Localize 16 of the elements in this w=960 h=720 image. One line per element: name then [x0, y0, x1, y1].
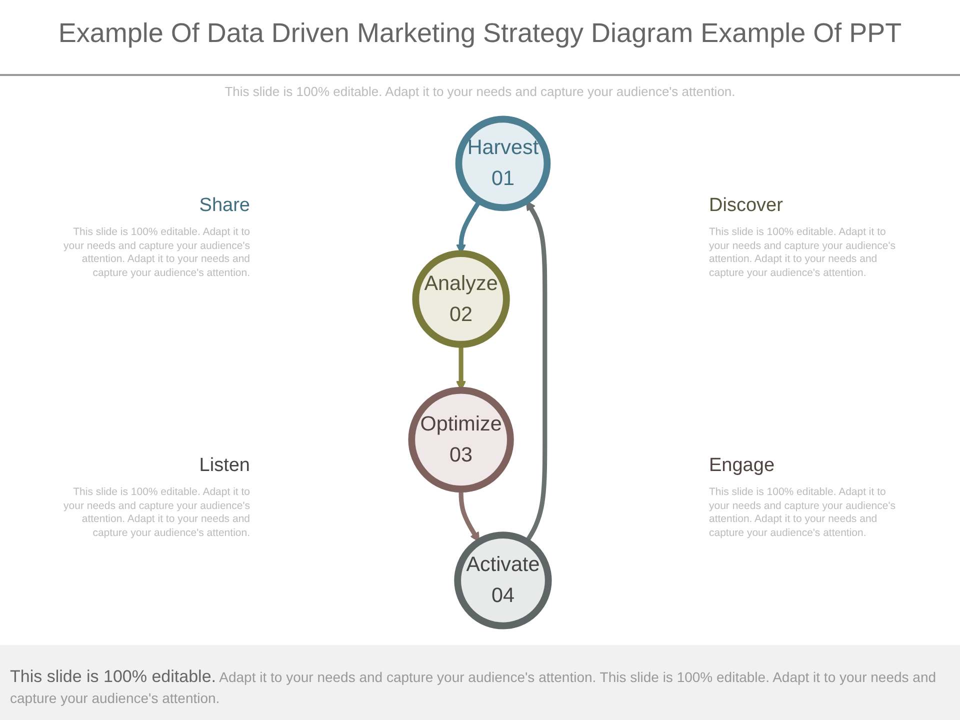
description-text: This slide is 100% editable. Adapt it to your needs and capture your audience's attention. Adapt it to your needs and capture your audience's attention.: [62, 226, 250, 281]
description-text: This slide is 100% editable. Adapt it to your needs and capture your audience's attention. Adapt it to your needs and capture your audience's attention.: [709, 226, 896, 281]
node-circle: Analyze 02: [412, 250, 510, 348]
node-circle: Harvest 01: [455, 116, 551, 212]
description-text: This slide is 100% editable. Adapt it to your needs and capture your audience's attention. Adapt it to your needs and capture your audience's attention.: [62, 486, 250, 541]
section-heading: Engage: [709, 455, 776, 477]
arrow: [524, 200, 548, 543]
section-heading: Listen: [198, 455, 250, 477]
section-heading: Discover: [709, 195, 784, 217]
node-circle: Optimize 03: [408, 386, 514, 493]
slide-title: Example Of Data Driven Marketing Strategy Diagram Example Of PPT: [57, 18, 903, 49]
caption-text: This slide is 100% editable. Adapt it to your needs and capture your audience's attention. This slide is 100% editable. Adapt it to your needs and capture your audience's attention.: [10, 666, 938, 708]
node-circle: Activate 04: [454, 532, 552, 630]
subtitle-text: This slide is 100% editable. Adapt it to your needs and capture your audience's attention.: [224, 84, 736, 99]
section-heading: Share: [198, 195, 250, 217]
description-text: This slide is 100% editable. Adapt it to your needs and capture your audience's attention. Adapt it to your needs and capture your audience's attention.: [709, 486, 896, 541]
